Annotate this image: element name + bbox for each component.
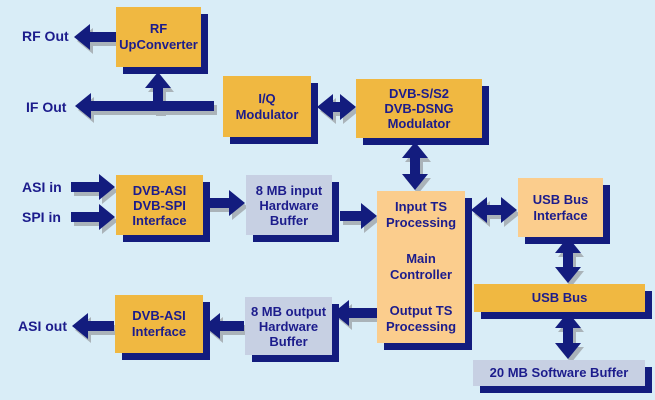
arrow-left-output-buffer-to-interface-icon — [204, 313, 244, 339]
arrow-up-to-rf-upconverter-icon — [145, 72, 171, 112]
block-iq-modulator: I/Q Modulator — [223, 76, 311, 137]
block-line: 8 MB input — [255, 182, 323, 198]
block-line: DVB-S/S2 — [389, 86, 449, 101]
arrow-both-iq-dvbs-icon — [317, 94, 356, 120]
label-spi-in: SPI in — [22, 209, 61, 225]
main-section-output-ts: Output TS Processing — [386, 303, 456, 335]
block-input-hardware-buffer: 8 MB input Hardware Buffer — [246, 175, 332, 235]
block-line: USB Bus — [532, 191, 589, 207]
arrow-both-usbif-usbbus-icon — [555, 237, 581, 283]
block-line: Input TS — [395, 199, 447, 214]
block-line: DVB-ASI — [132, 182, 187, 198]
block-dvb-s-modulator: DVB-S/S2 DVB-DSNG Modulator — [356, 79, 482, 138]
arrow-left-if-out-icon — [75, 93, 214, 119]
block-usb-bus-interface: USB Bus Interface — [518, 178, 603, 237]
block-line: Modulator — [235, 106, 299, 122]
block-line: DVB-SPI — [133, 197, 186, 213]
block-line: Hardware — [258, 318, 319, 334]
arrow-both-main-usb-interface-icon — [471, 197, 517, 223]
block-line: Output TS — [389, 303, 453, 318]
main-section-controller: Main Controller — [390, 251, 452, 283]
arrow-both-usbbus-swbuffer-icon — [555, 312, 581, 359]
block-dvb-asi-spi-interface: DVB-ASI DVB-SPI Interface — [116, 175, 203, 235]
block-line: 20 MB Software Buffer — [489, 365, 629, 380]
block-line: DVB-ASI — [132, 308, 186, 323]
block-line: Processing — [385, 319, 457, 334]
block-line: DVB-DSNG — [384, 101, 454, 116]
block-dvb-asi-interface: DVB-ASI Interface — [115, 295, 203, 353]
arrow-right-spi-in-icon — [71, 204, 115, 230]
block-line: RF — [149, 21, 168, 36]
block-line: Processing — [385, 215, 457, 230]
block-line: I/Q — [258, 90, 276, 106]
block-line: Buffer — [269, 333, 308, 349]
block-line: Interface — [131, 324, 187, 339]
block-software-buffer: 20 MB Software Buffer — [473, 360, 645, 386]
block-line: Modulator — [387, 116, 451, 131]
block-line: Buffer — [269, 212, 309, 228]
label-rf-out: RF Out — [22, 28, 69, 44]
block-line: Interface — [533, 207, 588, 223]
arrow-both-dvbs-maincontroller-icon — [402, 142, 428, 190]
arrow-left-rf-out-icon — [74, 24, 116, 50]
label-asi-in: ASI in — [22, 179, 62, 195]
block-line: Controller — [389, 267, 453, 282]
arrow-right-asi-in-icon — [71, 174, 115, 200]
block-line: Main — [406, 251, 436, 266]
arrow-left-main-to-output-buffer-icon — [333, 300, 377, 326]
block-line: Interface — [132, 212, 187, 228]
main-section-input-ts: Input TS Processing — [386, 199, 456, 231]
label-asi-out: ASI out — [18, 318, 67, 334]
block-output-hardware-buffer: 8 MB output Hardware Buffer — [245, 297, 332, 355]
arrow-right-interface-to-input-buffer-icon — [206, 190, 245, 216]
label-if-out: IF Out — [26, 99, 67, 115]
block-usb-bus: USB Bus — [474, 284, 645, 312]
block-line: UpConverter — [119, 37, 198, 52]
block-rf-upconverter: RF UpConverter — [116, 7, 201, 67]
block-main-controller: Input TS Processing Main Controller Outp… — [377, 191, 465, 343]
arrow-right-input-buffer-to-main-icon — [340, 203, 377, 229]
block-line: USB Bus — [531, 290, 588, 305]
block-line: Hardware — [259, 197, 319, 213]
arrow-left-asi-out-icon — [72, 313, 114, 339]
block-line: 8 MB output — [250, 303, 327, 319]
